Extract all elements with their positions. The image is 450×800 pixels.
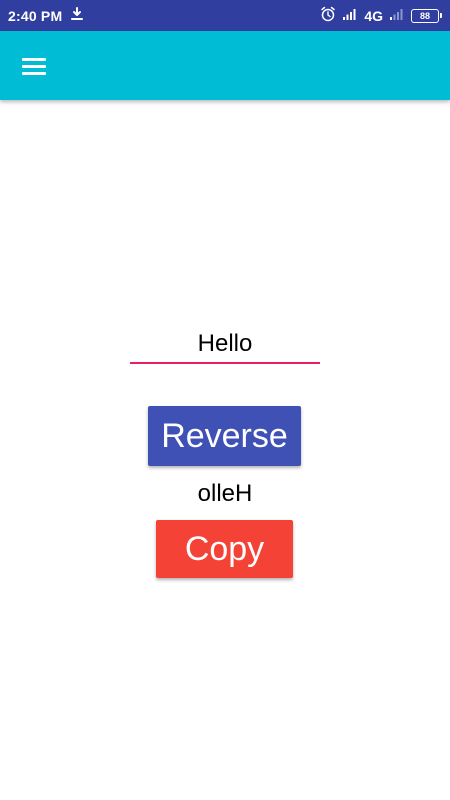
download-icon [70, 7, 84, 24]
battery-tip [440, 13, 442, 18]
status-left: 2:40 PM [8, 7, 84, 24]
network-type: 4G [364, 7, 383, 24]
status-right: 4G 88 [320, 6, 442, 25]
battery-level: 88 [411, 8, 439, 23]
menu-button[interactable] [14, 46, 54, 86]
signal-weak-icon [389, 7, 405, 24]
status-time: 2:40 PM [8, 7, 63, 24]
text-input[interactable] [130, 326, 320, 364]
status-bar: 2:40 PM [0, 0, 450, 31]
reverse-button[interactable]: Reverse [148, 406, 301, 466]
hamburger-menu-icon [22, 54, 46, 79]
signal-icon [342, 7, 358, 24]
app-toolbar [0, 31, 450, 100]
alarm-icon [320, 6, 336, 25]
copy-button[interactable]: Copy [156, 520, 293, 578]
reversed-result-text: olleH [197, 480, 253, 507]
battery-icon: 88 [411, 8, 442, 23]
